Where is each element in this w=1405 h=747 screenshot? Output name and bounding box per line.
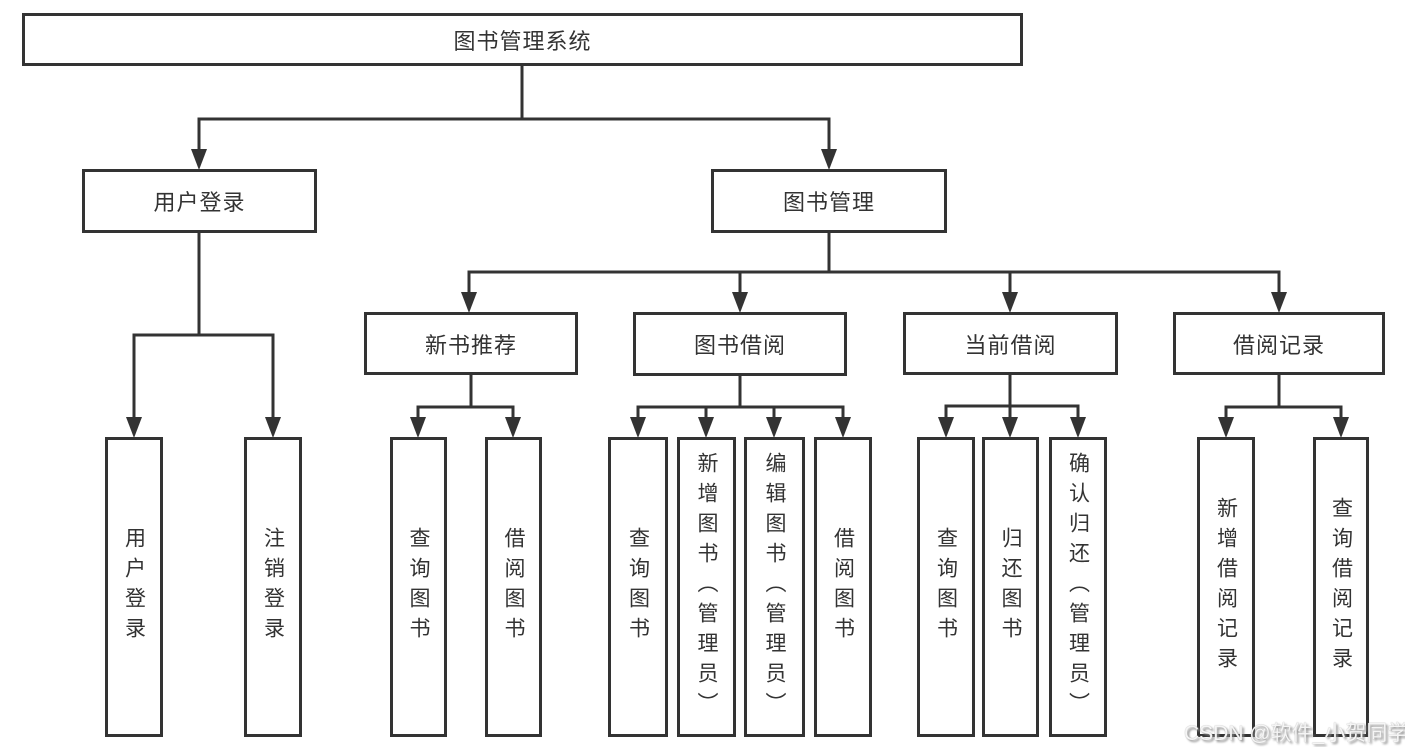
leaf-add-book-admin: 新增图书（管理员） xyxy=(677,437,736,737)
node-user-login: 用户登录 xyxy=(82,169,317,233)
connector-user-login-to-leaves xyxy=(126,231,281,438)
arrowhead xyxy=(410,417,426,438)
csdn-watermark: CSDN @软件_小贺同学 xyxy=(1184,722,1405,745)
arrowhead xyxy=(1333,417,1349,438)
leaf-confirm-return-admin: 确认归还（管理员） xyxy=(1049,437,1107,737)
arrowhead xyxy=(1070,417,1086,438)
leaf-edit-book-admin: 编辑图书（管理员） xyxy=(744,437,805,737)
arrowhead xyxy=(821,149,837,170)
arrowhead xyxy=(1271,292,1287,313)
connector-borrowing-records-to-leaves xyxy=(1218,373,1349,438)
leaf-query-books-current: 查询图书 xyxy=(917,437,975,737)
arrowhead xyxy=(505,417,521,438)
leaf-add-borrow-record: 新增借阅记录 xyxy=(1197,437,1255,737)
arrowhead xyxy=(766,417,782,438)
node-library-management-system: 图书管理系统 xyxy=(22,13,1023,66)
leaf-borrow-books: 借阅图书 xyxy=(814,437,872,737)
leaf-query-books-recommend: 查询图书 xyxy=(390,437,447,737)
arrowhead xyxy=(732,292,748,313)
leaf-user-login: 用户登录 xyxy=(105,437,163,737)
leaf-return-books: 归还图书 xyxy=(982,437,1039,737)
node-borrowing-records: 借阅记录 xyxy=(1173,312,1385,375)
arrowhead xyxy=(126,417,142,438)
arrowhead xyxy=(630,417,646,438)
leaf-logout: 注销登录 xyxy=(244,437,302,737)
leaf-query-books-borrowing: 查询图书 xyxy=(608,437,668,737)
arrowhead xyxy=(191,149,207,170)
arrowhead xyxy=(698,417,714,438)
connector-book-management-to-level3 xyxy=(461,231,1287,313)
node-current-borrowing: 当前借阅 xyxy=(903,312,1118,375)
arrowhead xyxy=(1002,417,1018,438)
node-new-book-recommend: 新书推荐 xyxy=(364,312,578,375)
leaf-query-borrow-record: 查询借阅记录 xyxy=(1313,437,1369,737)
node-book-borrowing: 图书借阅 xyxy=(633,312,847,376)
node-book-management: 图书管理 xyxy=(711,169,947,233)
connector-current-borrowing-to-leaves xyxy=(938,373,1086,438)
arrowhead xyxy=(1218,417,1234,438)
connector-root-to-level2 xyxy=(191,64,837,170)
arrowhead xyxy=(938,417,954,438)
connector-book-borrowing-to-leaves xyxy=(630,374,851,438)
arrowhead xyxy=(835,417,851,438)
arrowhead xyxy=(1002,292,1018,313)
arrowhead xyxy=(265,417,281,438)
leaf-borrow-books-recommend: 借阅图书 xyxy=(485,437,542,737)
connector-new-book-recommend-to-leaves xyxy=(410,373,521,438)
arrowhead xyxy=(461,292,477,313)
